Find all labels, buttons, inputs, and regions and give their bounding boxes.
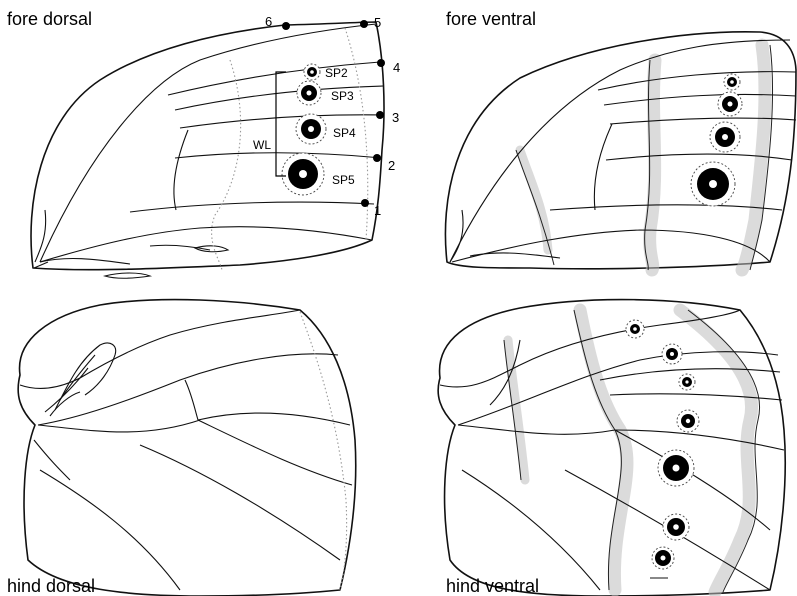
- landmark-3-marker: [376, 111, 384, 119]
- spot-label-sp3: SP3: [331, 89, 354, 103]
- landmark-1-marker: [361, 199, 369, 207]
- wing-length-label: WL: [253, 138, 271, 152]
- landmark-2-label: 2: [388, 158, 395, 173]
- fore-ventral-outline: [445, 32, 796, 269]
- landmark-6-label: 6: [265, 14, 272, 29]
- fore-dorsal-outline: [31, 22, 384, 270]
- landmark-2-marker: [373, 154, 381, 162]
- hind-dorsal-outline: [18, 300, 356, 596]
- panel-title-fore-ventral: fore ventral: [446, 9, 536, 29]
- spot-label-sp2: SP2: [325, 66, 348, 80]
- hind-dorsal-wing: [18, 300, 356, 596]
- landmark-1-label: 1: [374, 203, 381, 218]
- panel-title-hind-ventral: hind ventral: [446, 576, 539, 596]
- spot-label-sp5: SP5: [332, 173, 355, 187]
- landmark-5-label: 5: [374, 15, 381, 30]
- spot-label-sp4: SP4: [333, 126, 356, 140]
- landmark-6-marker: [282, 22, 290, 30]
- landmark-4-marker: [377, 59, 385, 67]
- fore-dorsal-wing: [31, 22, 384, 278]
- landmark-3-label: 3: [392, 110, 399, 125]
- fore-ventral-wing: [445, 32, 796, 270]
- panel-title-hind-dorsal: hind dorsal: [7, 576, 95, 596]
- hind-ventral-wing: [438, 300, 785, 596]
- panel-title-fore-dorsal: fore dorsal: [7, 9, 92, 29]
- landmark-5-marker: [360, 20, 368, 28]
- landmark-4-label: 4: [393, 60, 400, 75]
